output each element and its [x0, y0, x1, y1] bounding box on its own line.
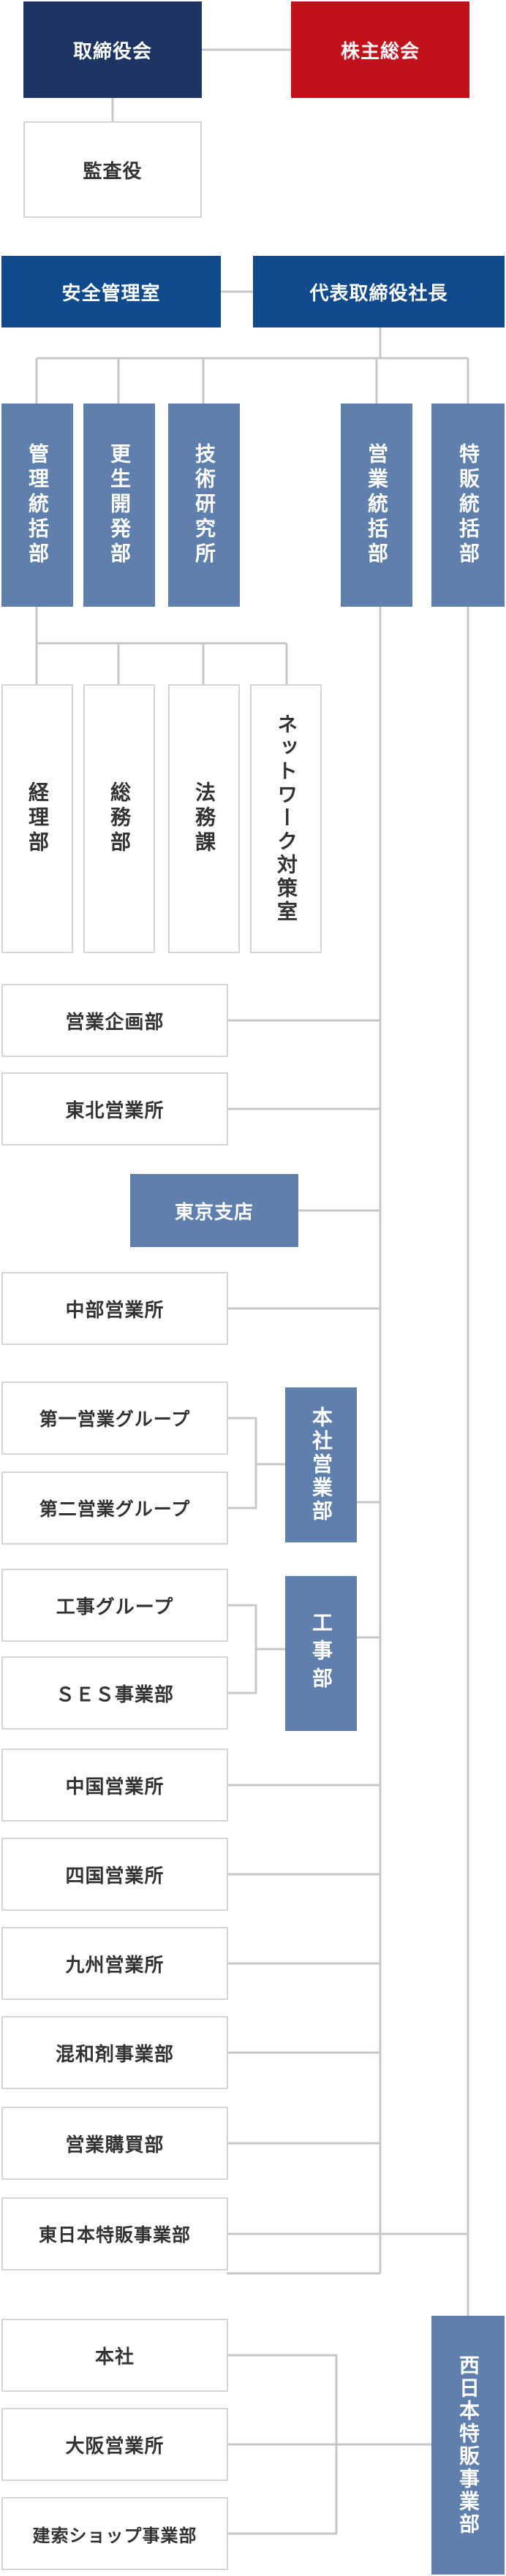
sales-group-2: 第二営業グループ: [1, 1471, 228, 1545]
east-japan-special-sales-division: 東日本特販事業部: [1, 2197, 228, 2270]
sales-purchasing-dept: 営業購買部: [1, 2107, 228, 2180]
building-shop-division: 建索ショップ事業部: [1, 2497, 228, 2570]
sales-headquarters: 営業統括部: [341, 404, 412, 607]
kyushu-sales-office: 九州営業所: [1, 1927, 228, 2000]
admin-headquarters: 管理統括部: [1, 404, 73, 607]
legal-section: 法務課: [168, 684, 240, 953]
renewal-development-dept: 更生開発部: [83, 404, 155, 607]
tohoku-sales-office: 東北営業所: [1, 1072, 228, 1145]
technical-research-lab: 技術研究所: [168, 404, 240, 607]
head-office-sales-dept: 本社営業部: [285, 1387, 357, 1542]
tokyo-branch: 東京支店: [130, 1174, 298, 1247]
general-affairs-dept: 総務部: [83, 684, 155, 953]
accounting-dept: 経理部: [1, 684, 73, 953]
special-sales-headquarters: 特販統括部: [431, 404, 505, 607]
network-security-office: ネットワーク対策室: [250, 684, 322, 953]
osaka-sales-office: 大阪営業所: [1, 2408, 228, 2481]
construction-dept: 工事部: [285, 1576, 357, 1731]
auditor: 監査役: [23, 121, 202, 218]
admixture-division: 混和剤事業部: [1, 2016, 228, 2089]
safety-management-office: 安全管理室: [1, 256, 221, 327]
sales-group-1: 第一営業グループ: [1, 1382, 228, 1455]
ses-division: ＳＥＳ事業部: [1, 1656, 228, 1730]
west-japan-special-sales-division: 西日本特販事業部: [431, 2316, 505, 2575]
construction-group: 工事グループ: [1, 1569, 228, 1642]
chugoku-sales-office: 中国営業所: [1, 1749, 228, 1822]
chubu-sales-office: 中部営業所: [1, 1272, 228, 1345]
shareholders-meeting: 株主総会: [291, 1, 469, 98]
head-office: 本社: [1, 2319, 228, 2392]
shikoku-sales-office: 四国営業所: [1, 1838, 228, 1911]
president-ceo: 代表取締役社長: [253, 256, 505, 327]
board-of-directors: 取締役会: [23, 1, 202, 98]
sales-planning-dept: 営業企画部: [1, 984, 228, 1057]
